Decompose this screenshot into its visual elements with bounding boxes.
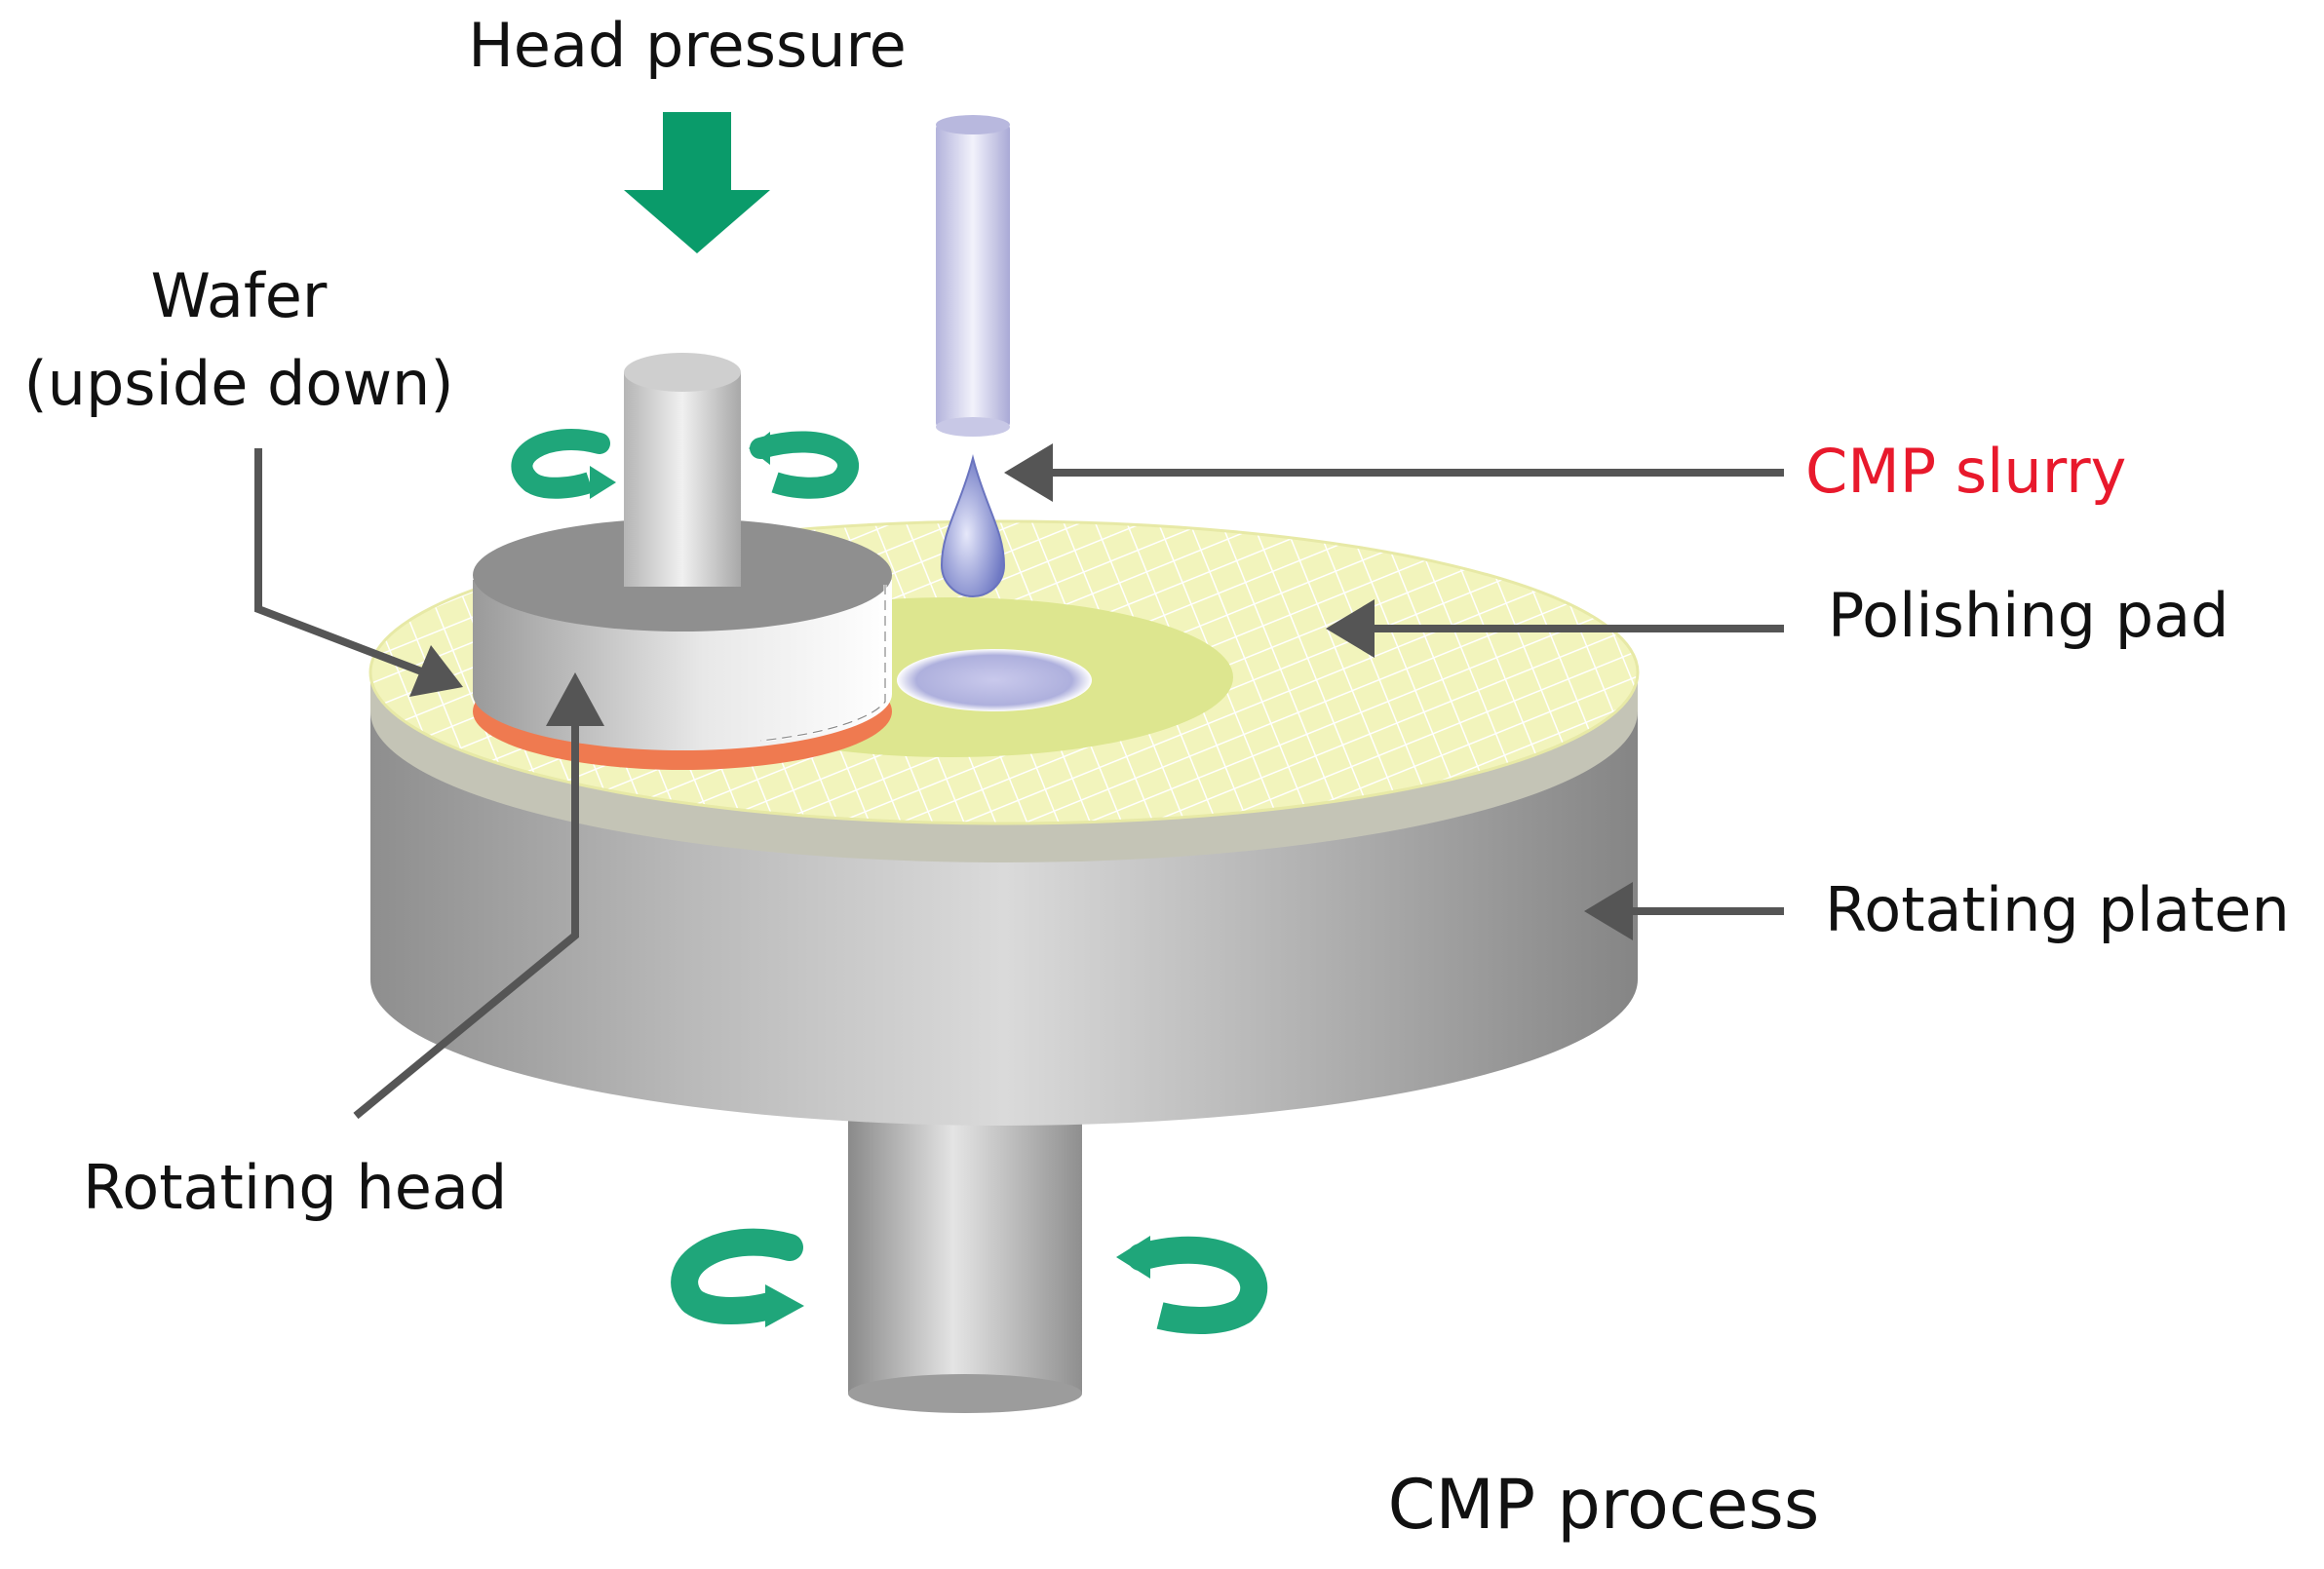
rotation-arrow-icon: [671, 1228, 804, 1327]
pressure-arrow-icon: [624, 112, 770, 253]
rotating-platen-label: Rotating platen: [1825, 874, 2290, 945]
head-pressure-label: Head pressure: [468, 10, 907, 81]
rotating-head-label: Rotating head: [83, 1152, 507, 1223]
wafer-pointer-head: [409, 645, 463, 697]
slurry-pointer-head: [1004, 443, 1053, 502]
rotation-arrow-icon: [1116, 1236, 1268, 1334]
slurry-nozzle: [936, 125, 1010, 427]
head-pointer-head: [546, 672, 604, 726]
wafer-sublabel: (upside down): [23, 348, 453, 419]
cmp-slurry-label: CMP slurry: [1805, 436, 2126, 507]
wafer-pointer-line: [254, 448, 426, 676]
polishing-pad-label: Polishing pad: [1828, 580, 2228, 651]
slurry-pool: [897, 649, 1092, 711]
head-shaft: [624, 372, 741, 587]
head-shaft-top: [624, 353, 741, 392]
wafer-label: Wafer: [151, 260, 328, 331]
rotation-arrow-icon: [511, 429, 616, 499]
head-pointer-line: [353, 721, 579, 1120]
slurry-drop-icon: [940, 454, 1006, 597]
pad-pointer-head: [1326, 599, 1375, 658]
diagram-caption: CMP process: [1388, 1465, 1820, 1545]
rotation-arrow-icon: [749, 431, 859, 499]
platen-pointer-head: [1584, 882, 1633, 940]
platen-shaft-bottom: [848, 1374, 1082, 1413]
